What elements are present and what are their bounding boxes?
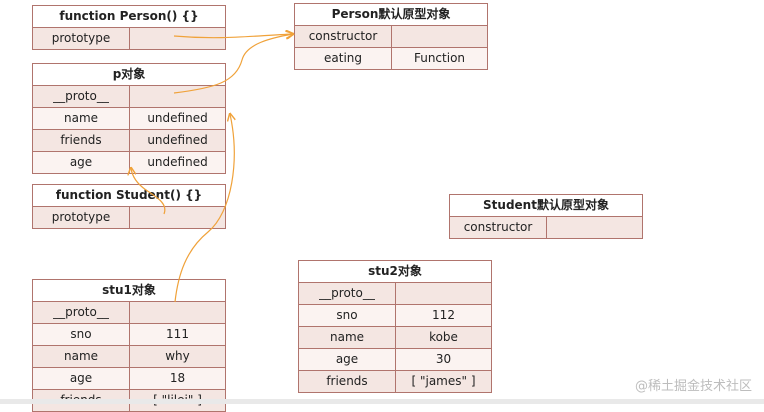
row-key: name	[33, 346, 130, 367]
table-row: eating Function	[295, 48, 487, 69]
row-key: sno	[33, 324, 130, 345]
row-value: 112	[432, 308, 455, 322]
table-row: __proto__	[299, 283, 491, 305]
row-value: why	[165, 349, 190, 363]
row-key: __proto__	[299, 283, 396, 304]
row-value	[130, 28, 225, 49]
row-value	[130, 302, 225, 323]
row-key: prototype	[33, 28, 130, 49]
table-row: name undefined	[33, 108, 225, 130]
table-row: name kobe	[299, 327, 491, 349]
table-row: sno 112	[299, 305, 491, 327]
table-row: constructor	[450, 217, 642, 238]
box-title: stu2对象	[299, 261, 491, 283]
row-key: eating	[295, 48, 392, 69]
person-constructor-box: function Person() {} prototype	[32, 5, 226, 50]
row-value: undefined	[147, 111, 208, 125]
row-key: __proto__	[33, 86, 130, 107]
bottom-scrollbar	[0, 399, 764, 404]
row-key: name	[33, 108, 130, 129]
row-value	[396, 283, 491, 304]
row-value: undefined	[147, 133, 208, 147]
box-title: Student默认原型对象	[450, 195, 642, 217]
row-key: age	[299, 349, 396, 370]
row-key: friends	[299, 371, 396, 392]
person-prototype-box: Person默认原型对象 constructor eating Function	[294, 3, 488, 70]
stu1-object-box: stu1对象 __proto__ sno 111 name why age 18…	[32, 279, 226, 412]
row-value	[392, 26, 487, 47]
box-title: stu1对象	[33, 280, 225, 302]
table-row: __proto__	[33, 302, 225, 324]
table-row: constructor	[295, 26, 487, 48]
row-key: name	[299, 327, 396, 348]
box-title: function Student() {}	[33, 185, 225, 207]
row-value: 111	[166, 327, 189, 341]
row-value: kobe	[429, 330, 458, 344]
stu2-object-box: stu2对象 __proto__ sno 112 name kobe age 3…	[298, 260, 492, 393]
row-value: [ "james" ]	[411, 374, 476, 388]
table-row: age 18	[33, 368, 225, 390]
row-value: undefined	[147, 155, 208, 169]
box-title: p对象	[33, 64, 225, 86]
table-row: prototype	[33, 207, 225, 228]
table-row: friends [ "james" ]	[299, 371, 491, 392]
row-key: __proto__	[33, 302, 130, 323]
box-title: Person默认原型对象	[295, 4, 487, 26]
row-value: Function	[413, 51, 466, 65]
row-key: constructor	[450, 217, 547, 238]
table-row: __proto__	[33, 86, 225, 108]
row-key: sno	[299, 305, 396, 326]
table-row: sno 111	[33, 324, 225, 346]
table-row: name why	[33, 346, 225, 368]
row-value: 18	[169, 371, 186, 385]
row-key: age	[33, 152, 130, 173]
row-key: age	[33, 368, 130, 389]
student-constructor-box: function Student() {} prototype	[32, 184, 226, 229]
row-value	[130, 207, 225, 228]
row-value	[547, 217, 642, 238]
table-row: age 30	[299, 349, 491, 371]
table-row: prototype	[33, 28, 225, 49]
box-title: function Person() {}	[33, 6, 225, 28]
table-row: age undefined	[33, 152, 225, 173]
row-value	[130, 86, 225, 107]
row-key: prototype	[33, 207, 130, 228]
row-value: 30	[435, 352, 452, 366]
watermark: @稀土掘金技术社区	[634, 379, 752, 394]
student-prototype-box: Student默认原型对象 constructor	[449, 194, 643, 239]
table-row: friends undefined	[33, 130, 225, 152]
row-key: constructor	[295, 26, 392, 47]
p-object-box: p对象 __proto__ name undefined friends und…	[32, 63, 226, 174]
row-key: friends	[33, 130, 130, 151]
